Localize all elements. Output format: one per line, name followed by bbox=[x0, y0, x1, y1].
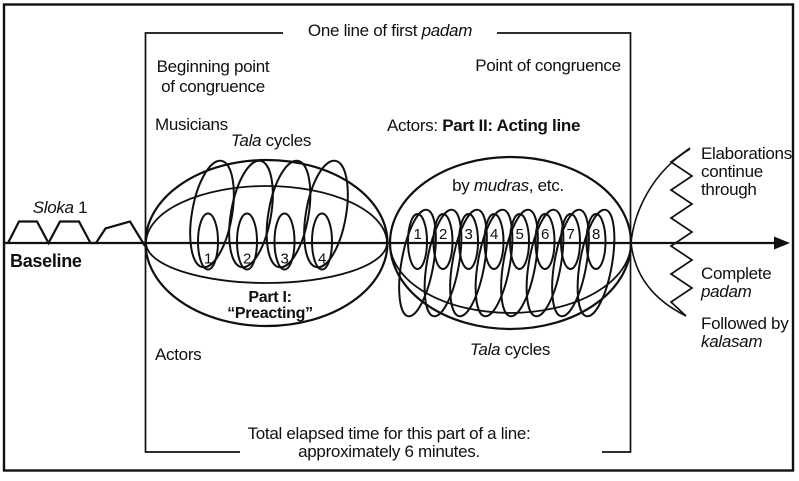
cycle-number-oval bbox=[407, 213, 428, 270]
complete-padam-label2: padam bbox=[700, 282, 752, 301]
tala-loop bbox=[303, 159, 349, 269]
cycle-number: 1 bbox=[413, 226, 421, 243]
acting-lower-arch bbox=[389, 242, 632, 314]
by-mudras-label: by mudras, etc. bbox=[452, 176, 564, 195]
tala-loop bbox=[228, 159, 274, 269]
tala-cycles-bottom-label: Tala cycles bbox=[470, 340, 550, 359]
figure-frame bbox=[2, 3, 795, 472]
preacting-number-ovals bbox=[197, 212, 333, 271]
elaborations-label3: through bbox=[701, 180, 757, 199]
cycle-number-oval bbox=[534, 213, 556, 270]
tala-loop bbox=[525, 208, 565, 318]
musicians-label: Musicians bbox=[155, 115, 228, 134]
cycle-number-oval bbox=[197, 212, 219, 271]
tala-loop bbox=[265, 159, 312, 269]
tala-loop bbox=[423, 208, 463, 318]
cycle-number: 2 bbox=[243, 251, 251, 268]
cycle-number: 3 bbox=[464, 226, 472, 243]
acting-structure: 1 2 3 4 5 6 7 8 bbox=[388, 155, 633, 331]
cycle-number: 2 bbox=[439, 226, 447, 243]
beginning-point-label: Beginning point bbox=[157, 57, 270, 76]
baseline-arrowhead-icon bbox=[774, 236, 790, 250]
cycle-number-oval bbox=[509, 213, 530, 270]
cycle-number-oval bbox=[560, 213, 581, 270]
tala-loop bbox=[189, 159, 235, 269]
part1-label: Part I: bbox=[248, 289, 291, 306]
cycle-number-oval bbox=[483, 213, 505, 270]
cycle-number-oval bbox=[273, 212, 296, 271]
tala-loop bbox=[576, 208, 616, 318]
elaboration-fan-lower-arc bbox=[630, 242, 687, 317]
baseline-label: Baseline bbox=[10, 251, 82, 271]
acting-number-ovals bbox=[407, 213, 607, 270]
cycle-number: 3 bbox=[280, 251, 288, 268]
cycle-number: 7 bbox=[566, 226, 574, 243]
acting-tala-loops bbox=[398, 208, 616, 318]
cycle-number: 4 bbox=[490, 226, 498, 243]
cycle-number: 1 bbox=[204, 251, 212, 268]
tala-loop bbox=[500, 208, 539, 318]
top-bracket-label: One line of first padam bbox=[308, 21, 472, 40]
cycle-number: 4 bbox=[318, 251, 326, 268]
actors-label: Actors bbox=[155, 345, 201, 364]
cycle-number: 5 bbox=[515, 226, 523, 243]
total-time-label: Total elapsed time for this part of a li… bbox=[248, 424, 531, 443]
elaborations-label: Elaborations bbox=[701, 144, 792, 163]
sloka-waveform bbox=[7, 220, 146, 247]
beginning-point-label2: of congruence bbox=[161, 77, 265, 96]
preacting-lower-arch bbox=[145, 242, 388, 284]
cycle-number-oval bbox=[432, 213, 454, 270]
followed-by-label: Followed by bbox=[701, 314, 789, 333]
followed-by-label2: kalasam bbox=[701, 332, 762, 351]
tala-loop bbox=[551, 208, 590, 318]
total-time-label2: approximately 6 minutes. bbox=[298, 442, 480, 461]
cycle-number-oval bbox=[236, 212, 258, 271]
point-of-congruence-label: Point of congruence bbox=[475, 56, 621, 75]
complete-padam-label: Complete bbox=[701, 264, 771, 283]
cycle-number-oval bbox=[311, 212, 333, 271]
actors-part2-label: Actors: Part II: Acting line bbox=[387, 116, 580, 135]
tala-loop bbox=[474, 208, 514, 318]
cycle-number-oval bbox=[458, 213, 479, 270]
part1-label2: “Preacting” bbox=[227, 305, 313, 322]
tala-loop bbox=[398, 208, 437, 318]
cycle-number-oval bbox=[585, 213, 607, 270]
cycle-number: 6 bbox=[541, 226, 549, 243]
tala-cycles-top-label: Tala cycles bbox=[231, 131, 311, 150]
elaboration-zigzag bbox=[669, 147, 694, 317]
tala-loop bbox=[449, 208, 488, 318]
preacting-upper-arch bbox=[145, 185, 388, 244]
cycle-number: 8 bbox=[592, 226, 600, 243]
sloka-label: Sloka 1 bbox=[33, 198, 88, 217]
preacting-structure: 1 2 3 4 bbox=[144, 158, 389, 328]
preacting-tala-loops bbox=[189, 159, 349, 269]
elaborations-label2: continue bbox=[701, 162, 763, 181]
